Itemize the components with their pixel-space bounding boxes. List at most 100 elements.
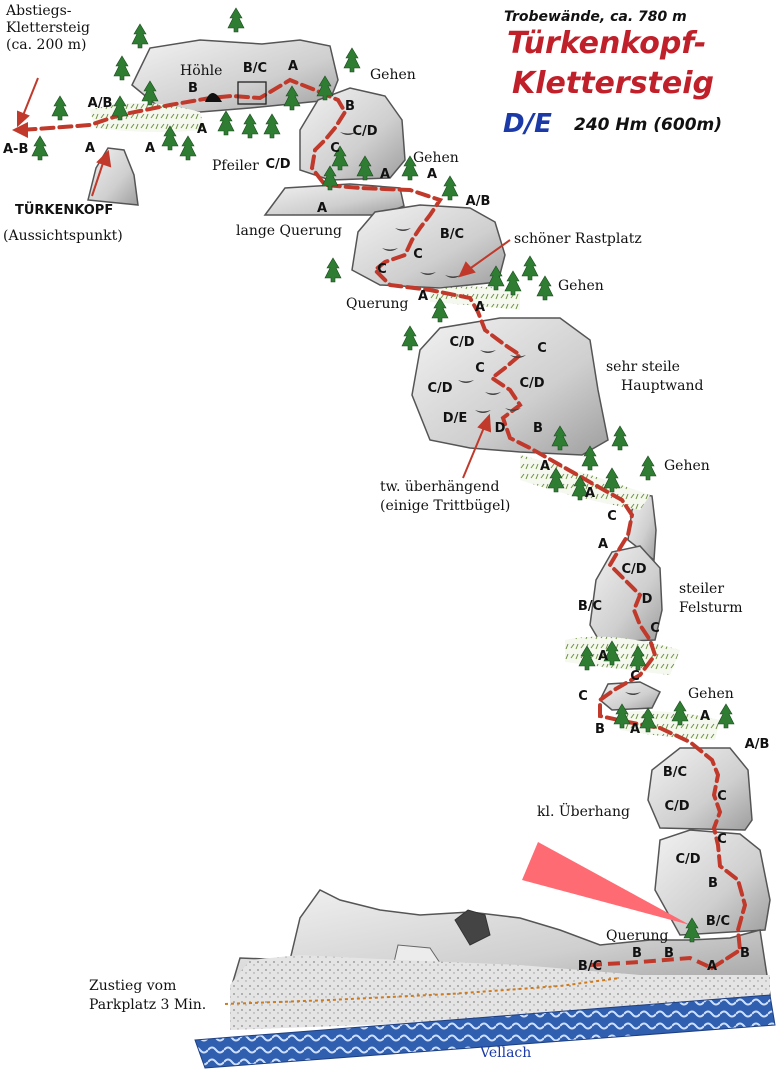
header-stats: 240 Hm (600m) [574, 115, 722, 135]
label-approach-1: Zustieg vom [89, 978, 176, 994]
grade-label: A [707, 959, 717, 974]
tree-icon [401, 155, 419, 181]
grade-label: C/D [664, 799, 689, 814]
tree-icon [343, 47, 361, 73]
grade-label: B/C [663, 765, 687, 780]
tree-icon [504, 270, 522, 296]
tree-icon [217, 110, 235, 136]
label-approach-2: Parkplatz 3 Min. [89, 997, 206, 1013]
approach-path [224, 977, 621, 1005]
grade-label: B [595, 722, 605, 737]
rock-base-boulder [454, 909, 491, 946]
header-location: Trobewände, ca. 780 m [504, 9, 687, 25]
tree-icon [551, 425, 569, 451]
cave-icon [205, 93, 222, 102]
grade-label: B [708, 876, 718, 891]
tree-icon [31, 135, 49, 161]
grade-label: A/B [88, 96, 113, 111]
tree-icon [401, 325, 419, 351]
tree-icon [331, 145, 349, 171]
label-gehen-4: Gehen [664, 458, 710, 474]
grade-label: A/B [745, 737, 770, 752]
grade-label: B [740, 946, 750, 961]
tree-icon [611, 425, 629, 451]
grade-label: B [345, 99, 355, 114]
vegetation-bands [90, 102, 720, 740]
tree-icon [683, 917, 701, 943]
grade-label: C [578, 689, 588, 704]
tree-icon [324, 257, 342, 283]
grade-label: B [188, 81, 198, 96]
label-traverse-bottom: Querung [606, 928, 669, 944]
route-base-traverse [589, 955, 713, 970]
tree-icon [487, 265, 505, 291]
label-long-traverse: lange Querung [236, 223, 342, 239]
grade-label: B/C [440, 227, 464, 242]
label-descent-2: Klettersteig [6, 20, 90, 36]
grade-label: C [475, 361, 485, 376]
grade-label: B [664, 946, 674, 961]
label-small-overhang: kl. Überhang [537, 802, 630, 820]
label-river: Vellach [479, 1045, 531, 1061]
tree-icon [639, 707, 657, 733]
header-difficulty: D/E [503, 109, 552, 139]
trees [31, 7, 735, 943]
grade-label: B/C [243, 61, 267, 76]
grade-label: C/D [449, 335, 474, 350]
grade-label: A [85, 141, 95, 156]
label-tower-1: steiler [679, 581, 724, 597]
grade-label: C [717, 832, 727, 847]
grade-label: B/C [578, 959, 602, 974]
header-route-name-2: Klettersteig [512, 66, 714, 101]
label-summit-1: TÜRKENKOPF [15, 202, 113, 218]
grade-label: A [585, 486, 595, 501]
grade-label: C/D [352, 124, 377, 139]
grade-label: C [330, 141, 340, 156]
tree-icon [521, 255, 539, 281]
label-steep-wall-2: Hauptwand [621, 378, 704, 394]
river-vellach [194, 994, 776, 1069]
tree-icon [263, 113, 281, 139]
tree-icon [536, 275, 554, 301]
route-line [18, 77, 748, 970]
grade-label: A [427, 167, 437, 182]
grade-label: C/D [427, 381, 452, 396]
grade-label: C [537, 341, 547, 356]
grade-label: D [495, 421, 506, 436]
tree-icon [356, 155, 374, 181]
rock-summit-spire [87, 147, 139, 206]
grade-label: C [630, 669, 640, 684]
tree-icon [717, 703, 735, 729]
grade-label: A [475, 300, 485, 315]
label-rest: schöner Rastplatz [514, 231, 642, 247]
tree-icon [603, 467, 621, 493]
tree-icon [241, 113, 259, 139]
grade-label: A [700, 709, 710, 724]
grade-label: B/C [706, 914, 730, 929]
label-traverse-a: Querung [346, 296, 409, 312]
grade-label: C/D [675, 852, 700, 867]
tree-icon [571, 475, 589, 501]
label-overhang-1: tw. überhängend [380, 479, 499, 495]
header-route-name-1: Türkenkopf- [507, 26, 706, 61]
tree-icon [547, 467, 565, 493]
grade-label: C/D [519, 376, 544, 391]
rock-overhang-block [647, 747, 753, 831]
grade-label: C [607, 509, 617, 524]
grade-label: A/B [466, 194, 491, 209]
tree-icon [603, 640, 621, 666]
label-overhang-2: (einige Trittbügel) [380, 498, 510, 514]
grade-label: C/D [621, 562, 646, 577]
tree-icon [629, 645, 647, 671]
grade-label: A [630, 722, 640, 737]
label-descent-3: (ca. 200 m) [6, 37, 86, 53]
grade-label: A [418, 289, 428, 304]
tree-icon [111, 95, 129, 121]
tree-icon [613, 703, 631, 729]
tree-icon [161, 125, 179, 151]
grade-label: D/E [443, 411, 467, 426]
grade-label: C [413, 247, 423, 262]
tree-icon [227, 7, 245, 33]
